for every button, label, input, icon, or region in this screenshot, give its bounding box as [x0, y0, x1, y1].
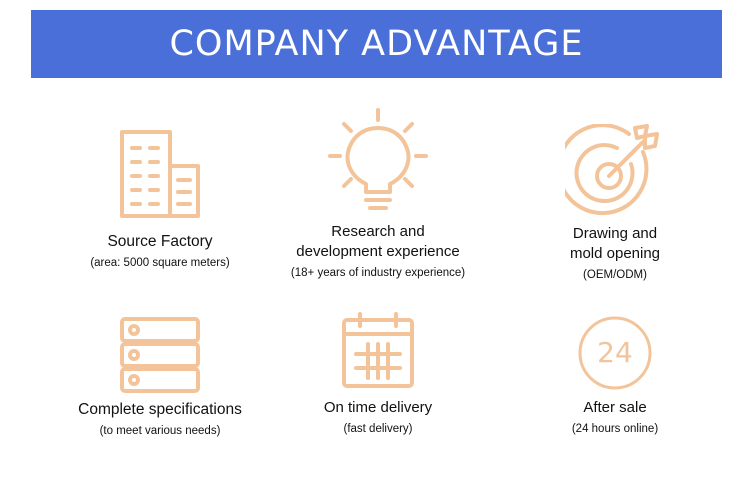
advantage-title: On time delivery	[323, 399, 433, 416]
advantage-title: Source Factory	[107, 233, 213, 250]
advantage-subtitle: (24 hours online)	[571, 423, 659, 435]
advantage-title: Drawing and mold opening	[520, 224, 710, 264]
server-stack-icon	[118, 316, 202, 394]
advantage-card-drawing-mold: Drawing and mold opening (OEM/ODM)	[520, 124, 710, 283]
advantage-title-line: mold opening	[569, 245, 661, 262]
target-arrow-icon	[565, 124, 665, 220]
advantage-subtitle: (OEM/ODM)	[583, 269, 647, 281]
advantage-card-source-factory: Source Factory (area: 5000 square meters…	[55, 128, 265, 271]
advantage-subtitle: (fast delivery)	[343, 423, 413, 435]
advantage-card-after-sale: 24 After sale (24 hours online)	[520, 314, 710, 437]
calendar-icon	[340, 310, 416, 390]
advantage-title: After sale	[583, 399, 647, 416]
factory-buildings-icon	[118, 128, 202, 220]
clock-24-icon: 24	[576, 314, 654, 392]
advantage-title: Research and development experience	[268, 222, 488, 262]
header-banner: COMPANY ADVANTAGE	[31, 10, 722, 78]
advantage-card-delivery: On time delivery (fast delivery)	[283, 310, 473, 437]
clock-24-label: 24	[597, 336, 633, 369]
advantage-title-line: development experience	[296, 243, 460, 260]
advantage-subtitle: (area: 5000 square meters)	[90, 257, 230, 269]
advantage-subtitle: (18+ years of industry experience)	[290, 267, 466, 279]
advantage-title-line: Research and	[331, 223, 425, 240]
advantage-card-research-development: Research and development experience (18+…	[268, 106, 488, 281]
lightbulb-icon	[326, 106, 430, 216]
page-title: COMPANY ADVANTAGE	[169, 24, 584, 64]
advantage-subtitle: (to meet various needs)	[99, 425, 221, 437]
advantage-card-specifications: Complete specifications (to meet various…	[55, 316, 265, 439]
advantage-title-line: Drawing and	[572, 225, 658, 242]
advantage-title: Complete specifications	[78, 401, 242, 418]
